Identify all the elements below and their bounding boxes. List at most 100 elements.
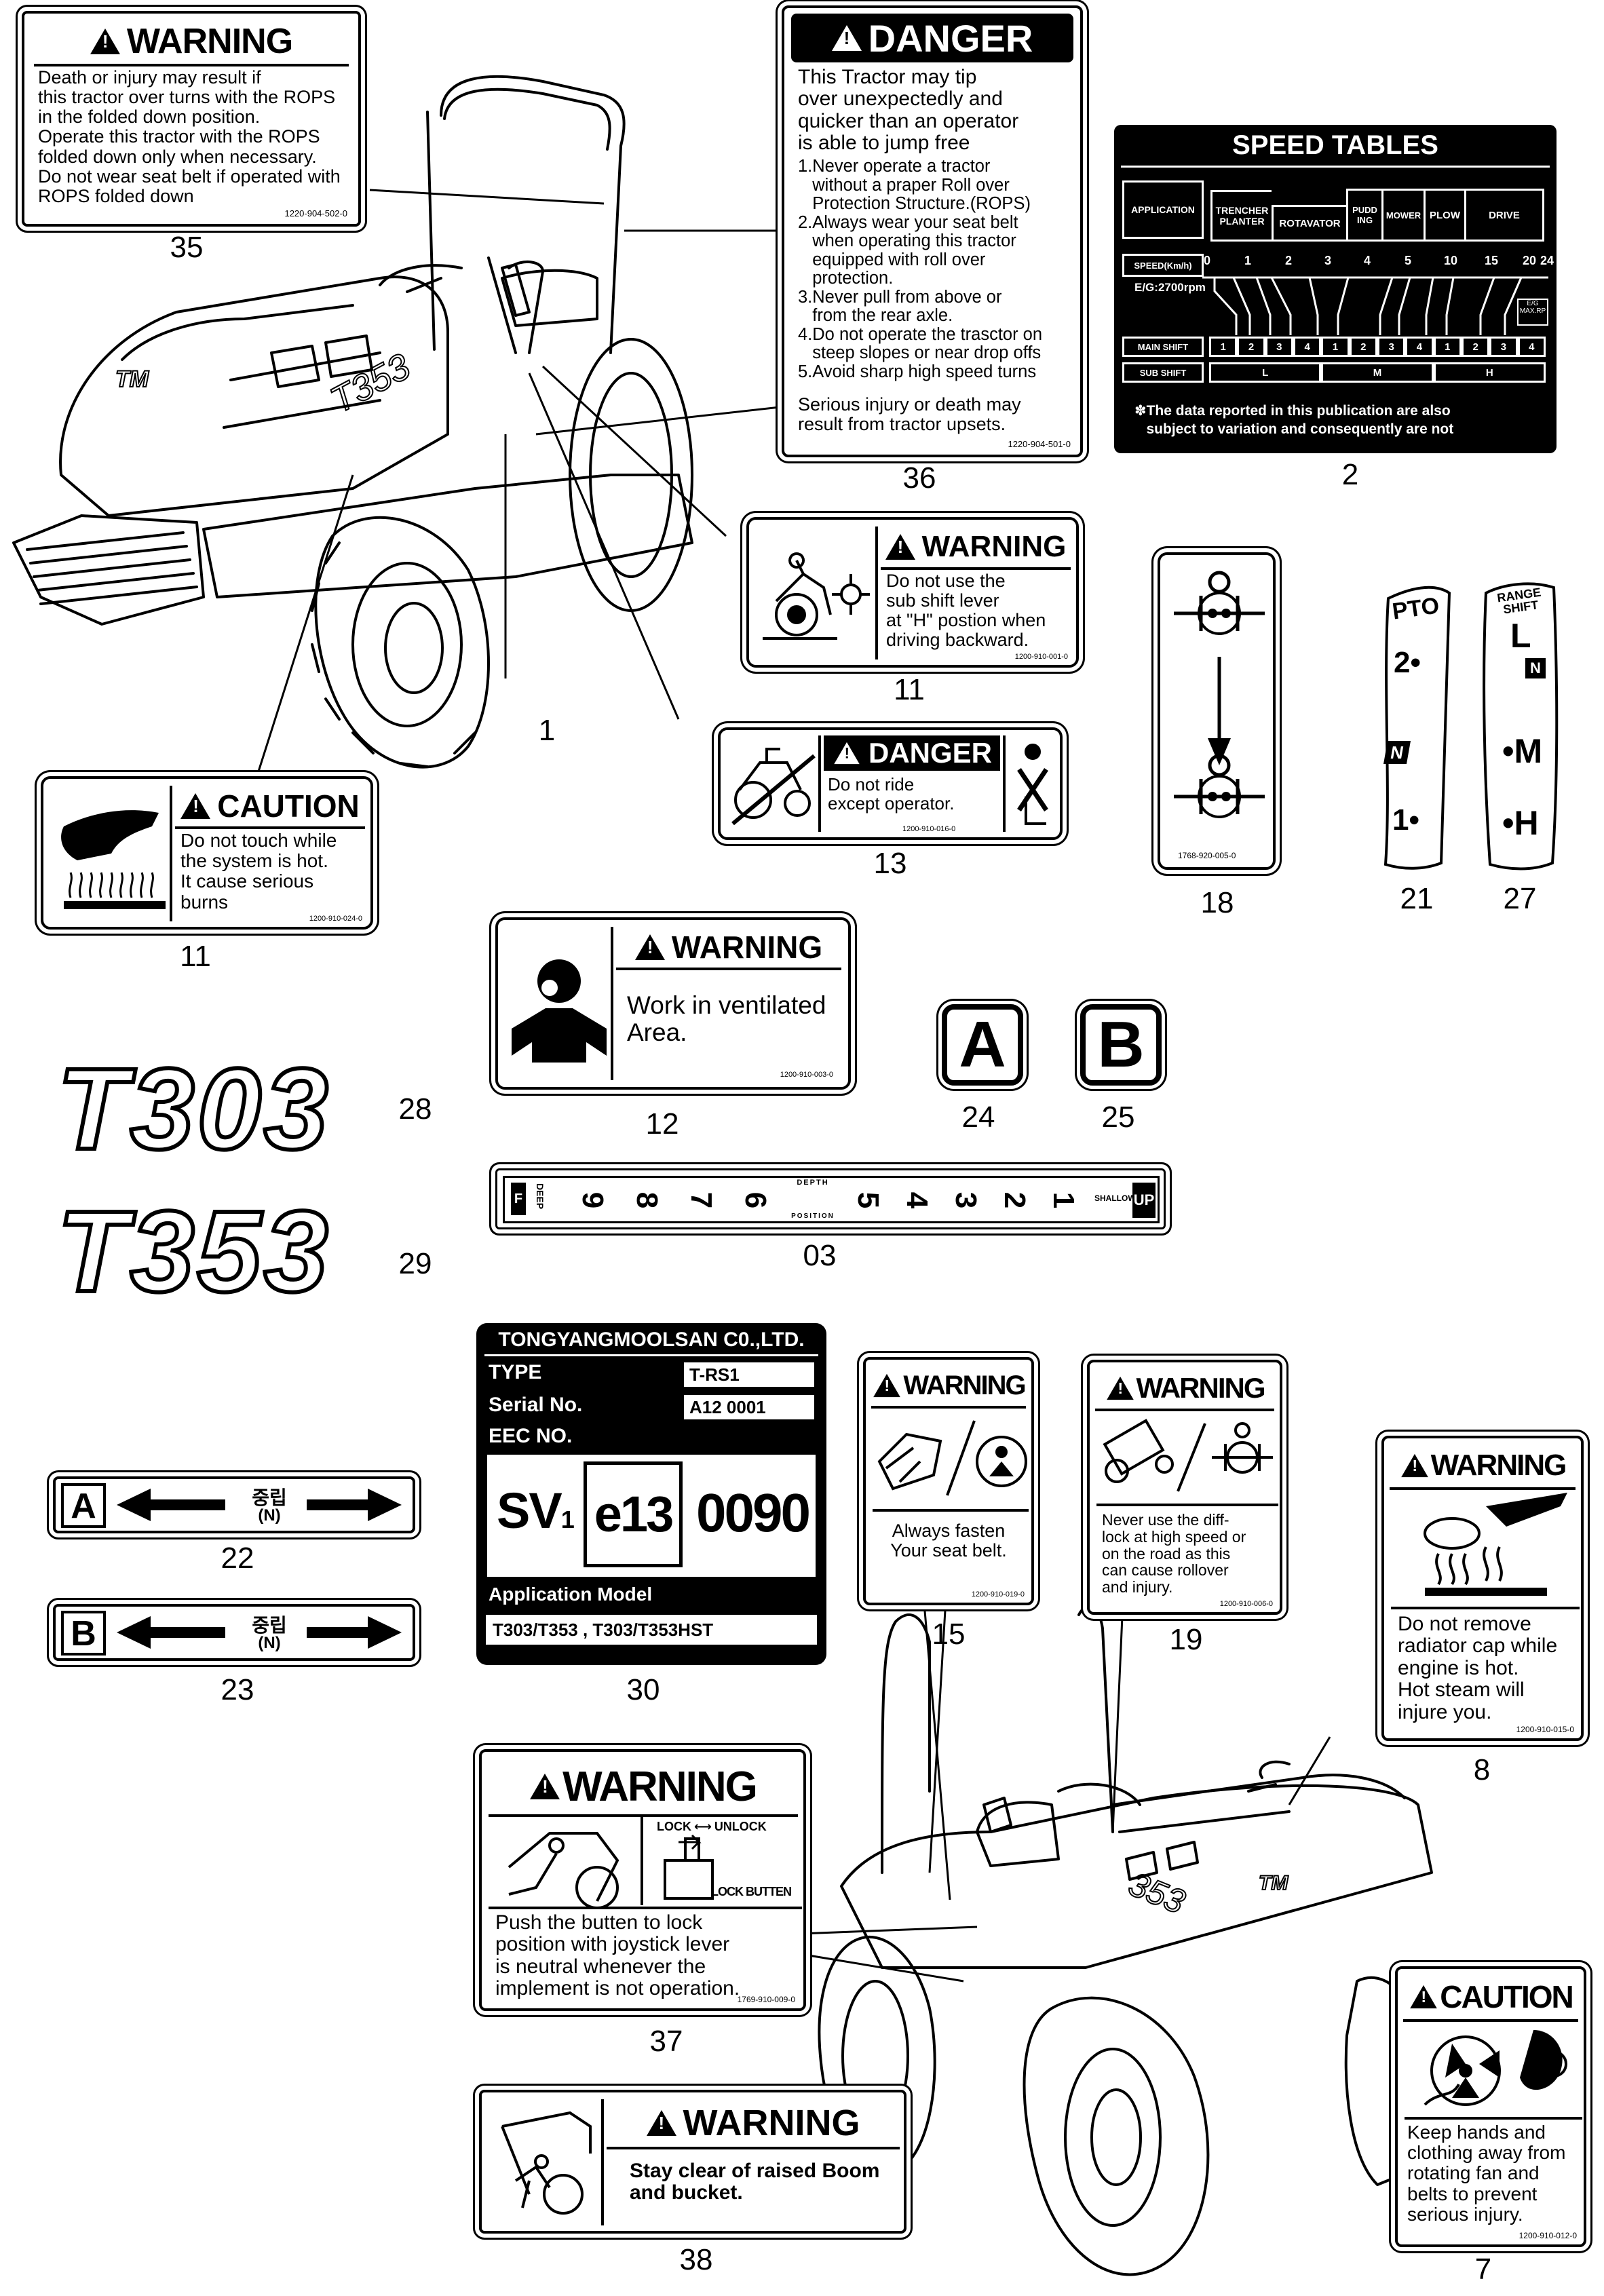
decal-2-engine-rpm: E/G:2700rpm [1134,281,1206,294]
warning-triangle-icon [90,28,120,54]
decal-12-pictogram [505,927,613,1080]
decal-23-korean: 중립 [252,1615,287,1636]
warning-triangle-icon [634,934,665,960]
decal-38-body: Stay clear of raised Boom and bucket. [630,2160,880,2204]
decal-13-code: 1200-910-016-0 [902,825,956,833]
decal-2-col-rotavator: ROTAVATOR [1272,205,1346,242]
warning-triangle-icon [646,2110,676,2136]
callout-35: 35 [170,231,204,264]
decal-38-boom-warning: WARNING Stay clear of raised Boom and bu… [479,2090,906,2234]
decal-23-n: (N) [258,1634,281,1652]
decal-2-col-trencher: TRENCHER PLANTER [1210,190,1272,242]
depth-number: 4 [900,1191,934,1209]
decal-11a-header: WARNING [921,530,1067,563]
callout-38: 38 [679,2243,713,2276]
decal-27-item-n: N [1525,658,1546,678]
decal-2-engine-max: E/G MAX.RP [1517,299,1548,326]
callout-03: 03 [803,1239,837,1272]
decal-21-item-n: N [1383,741,1411,764]
decal-28-t303-logo: T303 [55,1045,331,1174]
decal-7-code: 1200-910-012-0 [1519,2231,1577,2240]
decal-11-sub-shift-warning: WARNING Do not use the sub shift lever a… [746,517,1079,668]
decal-12-ventilation-warning: WARNING Work in ventilated Area. 1200-91… [495,917,851,1090]
main-shift-value: 3 [1489,337,1518,357]
speed-value: 20 [1523,254,1537,267]
callout-12: 12 [645,1107,679,1141]
tractor-model-bottom: 353 [1124,1864,1191,1921]
main-shift-value: 3 [1377,337,1406,357]
decal-30-nameplate: TONGYANGMOOLSAN C0.,LTD. TYPE T-RS1 Seri… [476,1323,826,1665]
decal-37-body: Push the butten to lock position with jo… [495,1911,740,2000]
callout-27: 27 [1503,882,1537,915]
decal-18-shift-direction: 1768-920-005-0 [1158,552,1276,870]
decal-21-pto: PTO 2• N 1• [1376,585,1456,873]
speed-value: 3 [1324,254,1332,267]
decal-15-code: 1200-910-019-0 [971,1590,1025,1599]
callout-1: 1 [538,714,556,747]
decal-36-list: 1.Never operate a tractor without a prap… [798,157,1043,381]
decal-18-code: 1768-920-005-0 [1178,851,1236,860]
decal-30-app-model-value: T303/T353 , T303/T353HST [486,1615,817,1645]
main-shift-value: 4 [1293,337,1322,357]
decal-12-code: 1200-910-003-0 [780,1071,833,1079]
decal-2-note: ✽The data reported in this publication a… [1134,403,1454,438]
decal-30-app-model-label: Application Model [489,1584,653,1605]
decal-30-serial-label: Serial No. [489,1394,583,1416]
decal-03-left-side: F [511,1183,526,1215]
decal-03-right-word: SHALLOW [1094,1193,1136,1203]
callout-18: 18 [1200,886,1234,919]
decal-7-body: Keep hands and clothing away from rotati… [1407,2122,1566,2225]
decal-27-item-m: •M [1502,732,1543,770]
speed-value: 1 [1244,254,1252,267]
decal-03-right-end: UP [1132,1183,1156,1218]
decal-36-header: DANGER [868,16,1033,60]
main-shift-value: 3 [1265,337,1293,357]
warning-triangle-icon [1106,1376,1134,1400]
decal-27-range-shift: RANGE SHIFT L N •M •H [1478,581,1562,874]
decal-2-sub-shift-label: SUB SHIFT [1122,362,1204,383]
caution-triangle-icon [180,793,211,819]
decal-36-outro: Serious injury or death may result from … [798,394,1021,435]
decal-15-body: Always fasten Your seat belt. [890,1520,1007,1561]
decal-35-rops-warning: WARNING Death or injury may result if th… [22,11,361,227]
speed-value: 15 [1485,254,1499,267]
decal-11a-pictogram [756,527,878,659]
decal-37-pictogram [489,1817,802,1909]
decal-2-connector-lines [1202,276,1548,335]
sub-shift-value: H [1433,362,1546,383]
decal-25-letter-b: B [1080,1004,1162,1086]
callout-19: 19 [1169,1623,1203,1656]
danger-triangle-icon [831,25,862,51]
decal-37-header: WARNING [562,1763,758,1810]
decal-13-tractor-pictogram [726,735,821,832]
decal-36-tip-over-danger: DANGER This Tractor may tip over unexpec… [782,5,1083,457]
decal-22-letter: A [61,1483,106,1528]
decal-30-company: TONGYANGMOOLSAN C0.,LTD. [498,1328,805,1351]
decal-30-sv: SV1 [497,1482,575,1539]
decal-11a-body: Do not use the sub shift lever at "H" po… [886,571,1046,651]
callout-36: 36 [902,461,936,495]
tractor-brand-rear: TM [1259,1872,1288,1894]
decal-24-letter-a: A [942,1004,1023,1086]
decal-13-ride-danger: DANGER Do not ride except operator. 1200… [718,727,1063,840]
speed-value: 10 [1444,254,1458,267]
callout-29: 29 [398,1247,432,1280]
decal-12-header: WARNING [671,930,823,965]
decal-11b-code: 1200-910-024-0 [309,915,362,923]
decal-2-title: SPEED TABLES [1232,130,1438,160]
decal-19-difflock-warning: WARNING Never use the diff- lock at high… [1087,1360,1282,1615]
decal-11b-header: CAUTION [217,788,360,824]
decal-03-mid-word: DEPTH [797,1179,829,1187]
decal-21-item-1: 1• [1392,803,1419,837]
callout-11a: 11 [894,673,925,706]
depth-number: 8 [630,1191,664,1209]
decal-13-seatbelt-pictogram [1003,735,1057,832]
callout-2: 2 [1341,458,1359,491]
speed-value: 5 [1405,254,1412,267]
callout-24: 24 [961,1101,995,1134]
warning-triangle-icon [1400,1453,1428,1478]
decal-37-lock-button-warning: WARNING LOCK⟷UNLOCK LOCK BUTTEN Push the… [479,1749,806,2011]
